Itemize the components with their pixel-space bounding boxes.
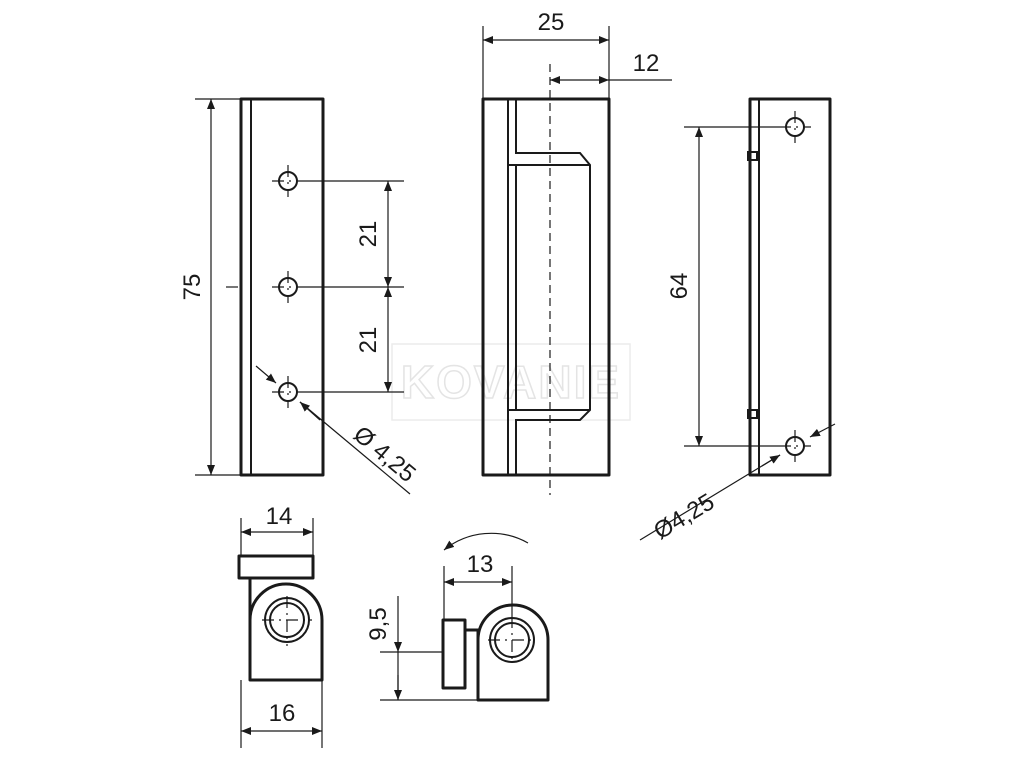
front-view: 25 12 bbox=[481, 9, 672, 495]
top-view-closed: 14 16 bbox=[237, 503, 324, 748]
front-outline bbox=[481, 97, 611, 477]
open-view-leaf bbox=[441, 618, 467, 690]
open-view-knuckle bbox=[465, 603, 550, 702]
dim-front-offset: 12 bbox=[633, 50, 660, 77]
right-side-view: 64 Ø4,25 bbox=[639, 97, 836, 545]
dim-front-width: 25 bbox=[538, 9, 565, 36]
dim-hole-spacing-upper: 21 bbox=[355, 221, 382, 248]
top-view-open: 13 9,5 bbox=[365, 532, 550, 702]
rotation-arrow bbox=[443, 532, 529, 551]
dim-overall-height: 75 bbox=[179, 274, 206, 301]
dim-right-hole-spacing: 64 bbox=[666, 273, 693, 300]
dim-right-hole-diameter: Ø4,25 bbox=[649, 488, 719, 545]
top-view-knuckle bbox=[248, 578, 324, 682]
watermark: KOVANIE bbox=[391, 343, 631, 421]
dim-open-view-width: 13 bbox=[467, 551, 494, 578]
dim-top-view-top-width: 14 bbox=[266, 503, 293, 530]
dim-top-view-bottom-width: 16 bbox=[269, 700, 296, 727]
dim-hole-spacing-lower: 21 bbox=[355, 327, 382, 354]
top-view-leaf bbox=[237, 554, 315, 580]
dim-open-view-height: 9,5 bbox=[365, 607, 392, 640]
watermark-text: KOVANIE bbox=[401, 356, 621, 408]
dim-left-hole-diameter: Ø 4,25 bbox=[348, 421, 421, 488]
left-side-view: 75 21 21 Ø 4,25 bbox=[179, 97, 421, 495]
right-plate-outline bbox=[748, 97, 832, 477]
